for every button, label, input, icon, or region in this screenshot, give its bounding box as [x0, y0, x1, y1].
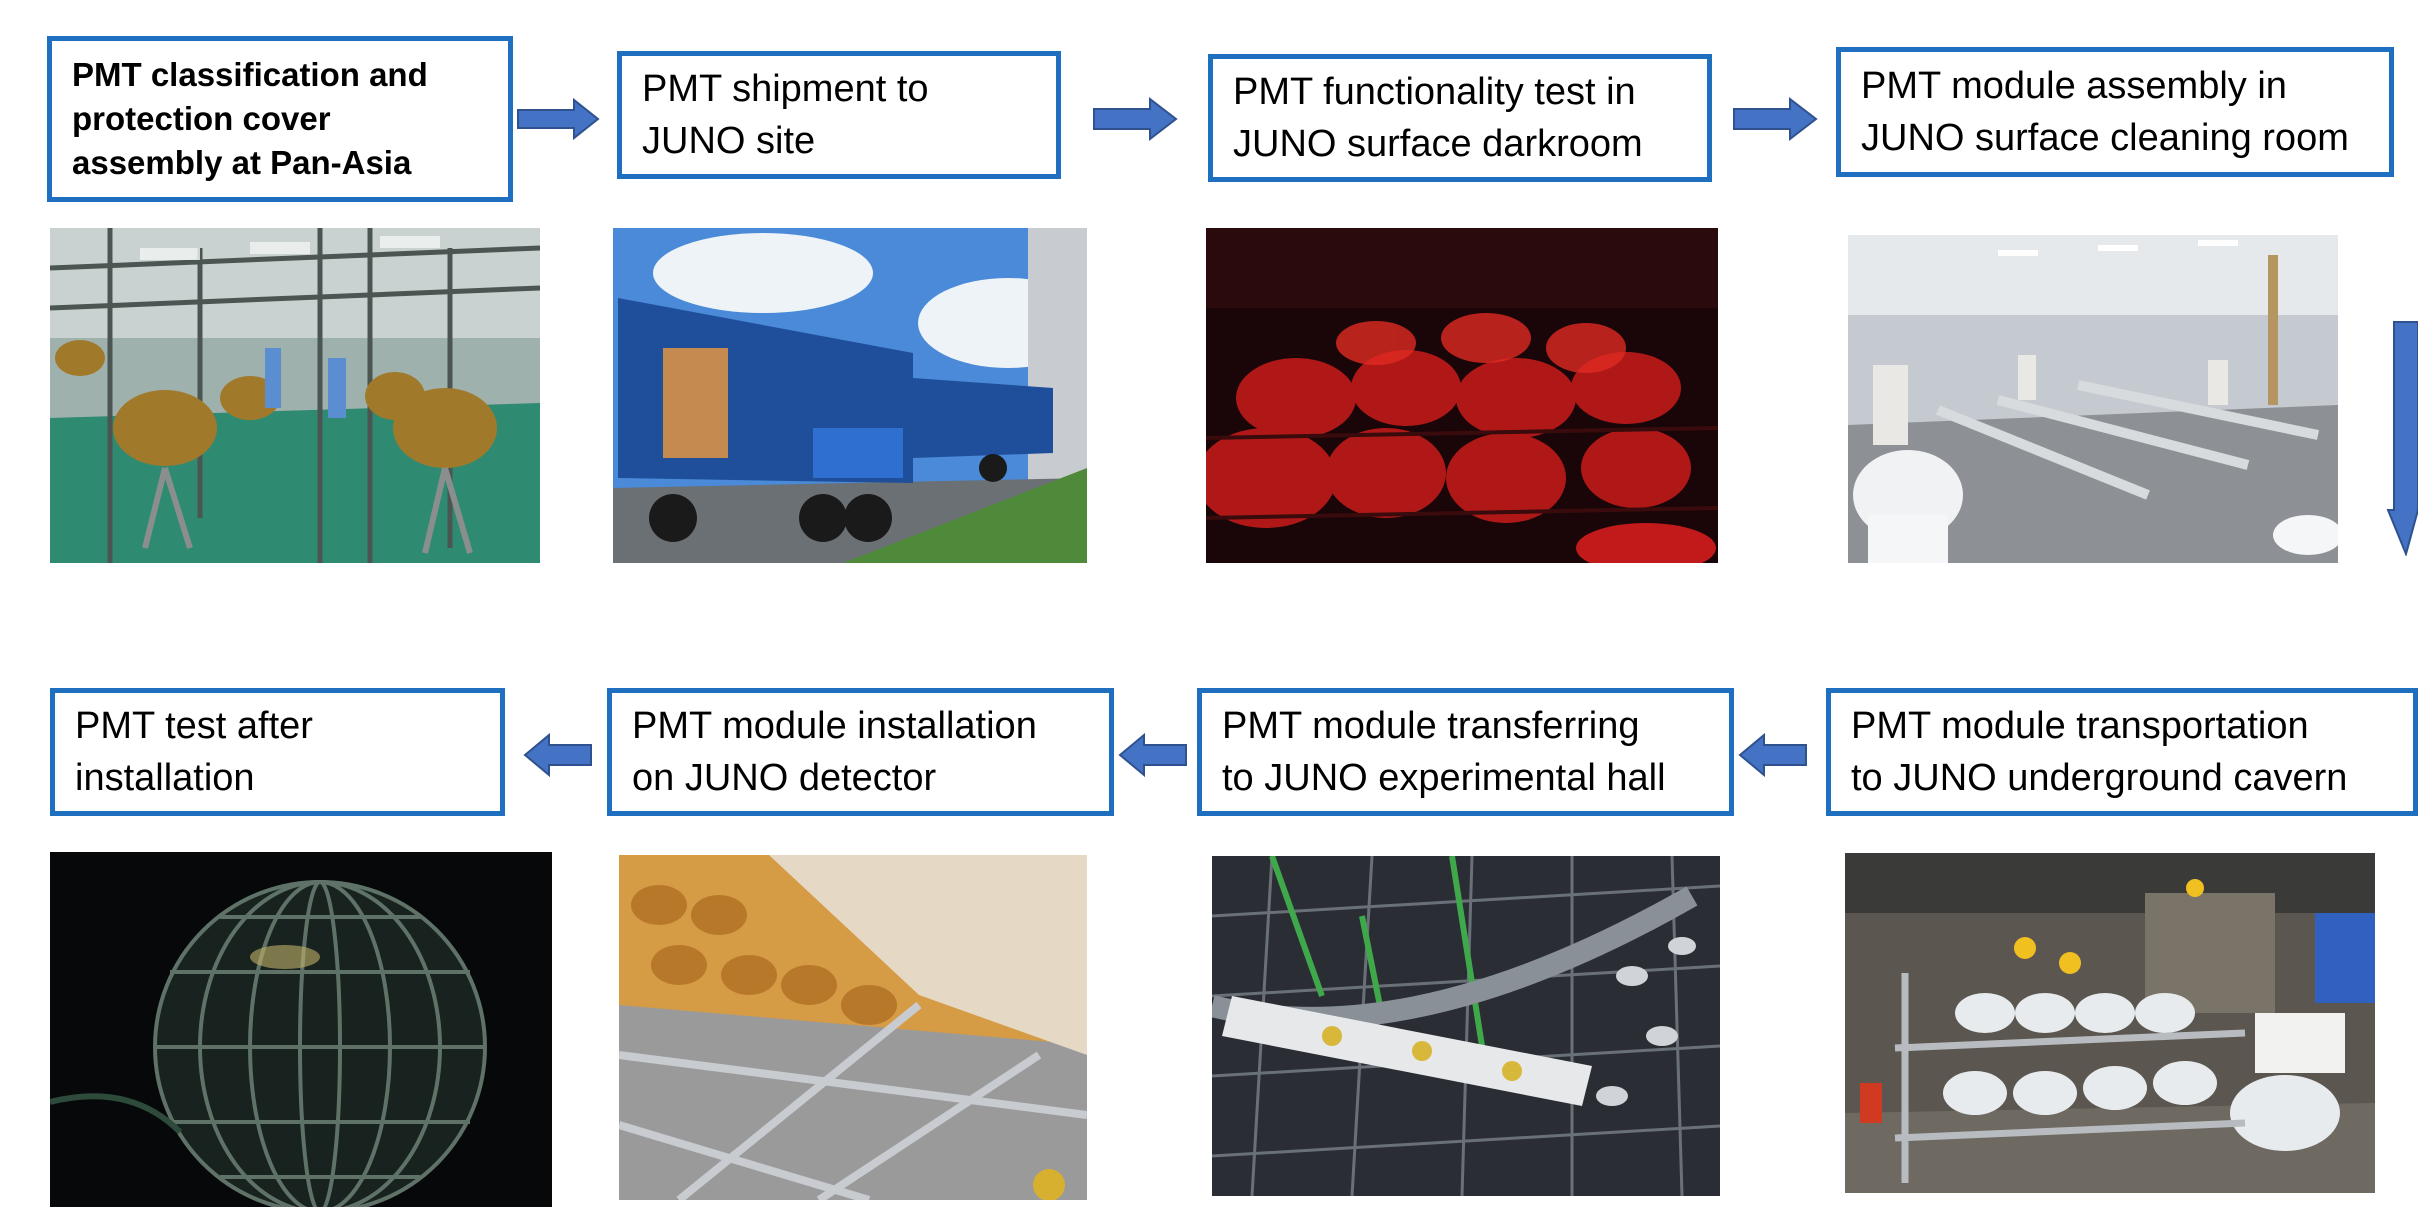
- step-label: PMT module transferring to JUNO experime…: [1222, 705, 1666, 799]
- arrow-down-icon: [2382, 320, 2418, 556]
- step-box-pmt-classification: PMT classification and protection cover …: [47, 36, 513, 202]
- step-label: PMT shipment to JUNO site: [642, 68, 929, 162]
- step-box-post-installation-test: PMT test after installation: [50, 688, 505, 816]
- arrow-right-icon: [516, 97, 600, 141]
- cleaning-room-assembly-photo: [1848, 235, 2338, 563]
- arrow-left-icon: [523, 733, 593, 777]
- step-box-module-assembly: PMT module assembly in JUNO surface clea…: [1836, 47, 2394, 177]
- post-installation-test-photo: [50, 852, 552, 1207]
- step-label: PMT functionality test in JUNO surface d…: [1233, 71, 1643, 165]
- pmt-classification-photo: [50, 228, 540, 563]
- arrow-left-icon: [1738, 733, 1808, 777]
- arrow-right-icon: [1092, 96, 1178, 142]
- step-box-functionality-test: PMT functionality test in JUNO surface d…: [1208, 54, 1712, 182]
- pmt-shipment-truck-photo: [613, 228, 1087, 563]
- step-box-experimental-hall-transfer: PMT module transferring to JUNO experime…: [1197, 688, 1734, 816]
- arrow-right-icon: [1732, 96, 1818, 142]
- step-label: PMT test after installation: [75, 705, 313, 799]
- step-label: PMT classification and protection cover …: [72, 56, 428, 181]
- step-label: PMT module assembly in JUNO surface clea…: [1861, 65, 2349, 159]
- step-box-underground-transport: PMT module transportation to JUNO underg…: [1826, 688, 2418, 816]
- arrow-left-icon: [1118, 733, 1188, 777]
- darkroom-test-photo: [1206, 228, 1718, 563]
- step-box-detector-installation: PMT module installation on JUNO detector: [607, 688, 1114, 816]
- step-label: PMT module transportation to JUNO underg…: [1851, 705, 2348, 799]
- detector-installation-photo: [619, 855, 1087, 1200]
- underground-transport-photo: [1845, 853, 2375, 1193]
- step-box-pmt-shipment: PMT shipment to JUNO site: [617, 51, 1061, 179]
- step-label: PMT module installation on JUNO detector: [632, 705, 1037, 799]
- experimental-hall-transfer-photo: [1212, 856, 1720, 1196]
